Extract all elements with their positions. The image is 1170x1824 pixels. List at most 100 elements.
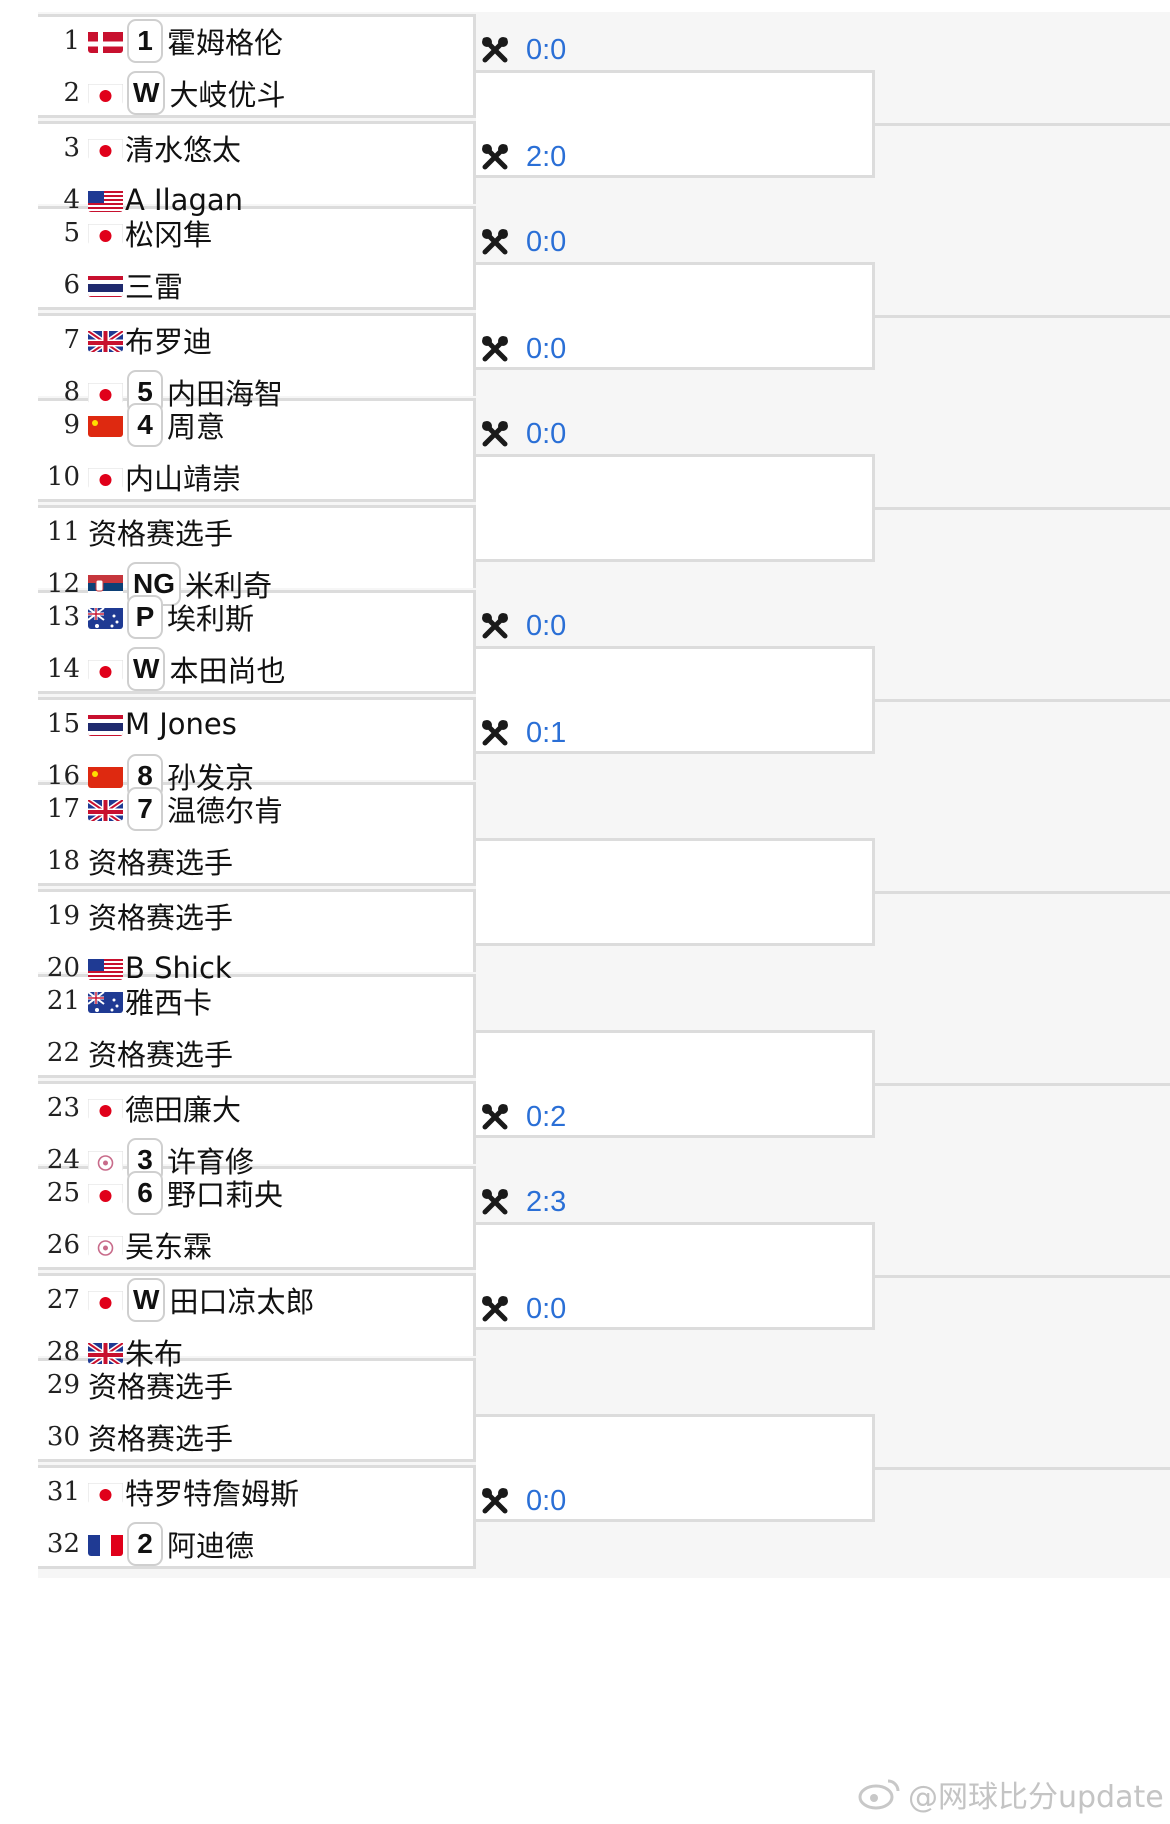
player-name[interactable]: 松冈隼	[125, 218, 213, 252]
match-slot[interactable]	[38, 1358, 476, 1462]
chinese-taipei-flag-icon	[88, 1148, 123, 1172]
player-row[interactable]: 21 雅西卡	[38, 975, 468, 1027]
score-text[interactable]: 0:0	[526, 33, 567, 66]
japan-flag-icon	[88, 465, 123, 489]
player-name[interactable]: A Ilagan	[125, 183, 243, 217]
draw-position: 29	[46, 1370, 80, 1400]
player-name[interactable]: 本田尚也	[169, 654, 286, 688]
player-name[interactable]: 资格赛选手	[88, 1370, 234, 1404]
player-name[interactable]: M Jones	[125, 707, 237, 741]
player-name[interactable]: 温德尔肯	[167, 794, 284, 828]
match-slot[interactable]	[38, 974, 476, 1078]
score-text[interactable]: 0:0	[526, 609, 567, 642]
player-name[interactable]: 布罗迪	[125, 325, 213, 359]
score-text[interactable]: 2:0	[526, 140, 567, 173]
player-row[interactable]: 6 三雷	[38, 259, 468, 311]
player-name[interactable]: 雅西卡	[125, 986, 213, 1020]
score-text[interactable]: 0:1	[526, 716, 567, 749]
player-name[interactable]: 埃利斯	[167, 602, 255, 636]
match-score[interactable]: 0:0	[480, 1289, 566, 1329]
player-name[interactable]: 大岐优斗	[169, 78, 286, 112]
bracket-connector	[875, 1467, 1170, 1470]
player-name[interactable]: 德田廉大	[125, 1093, 242, 1127]
player-name[interactable]: 内田海智	[167, 377, 284, 411]
player-name[interactable]: 资格赛选手	[88, 846, 234, 880]
score-text[interactable]: 0:0	[526, 332, 567, 365]
player-name[interactable]: 特罗特詹姆斯	[125, 1477, 300, 1511]
player-name[interactable]: 资格赛选手	[88, 517, 234, 551]
draw-position: 26	[46, 1230, 80, 1260]
draw-position: 27	[46, 1285, 80, 1315]
draw-position: 21	[46, 986, 80, 1016]
player-name[interactable]: 三雷	[125, 270, 184, 304]
uk-flag-icon	[88, 328, 123, 352]
player-name[interactable]: 清水悠太	[125, 133, 242, 167]
player-row[interactable]: 29 资格赛选手	[38, 1359, 468, 1411]
draw-position: 6	[63, 270, 80, 300]
player-name[interactable]: 野口莉央	[167, 1178, 284, 1212]
draw-position: 16	[46, 761, 80, 791]
player-name[interactable]: 资格赛选手	[88, 901, 234, 935]
player-name[interactable]: 孙发京	[167, 761, 255, 795]
player-name[interactable]: 许育修	[167, 1145, 255, 1179]
player-name[interactable]: B Shick	[125, 951, 232, 985]
china-flag-icon	[88, 764, 123, 788]
player-name[interactable]: 周意	[167, 410, 226, 444]
thailand-flag-icon	[88, 712, 123, 736]
player-name[interactable]: 内山靖崇	[125, 462, 242, 496]
player-name[interactable]: 资格赛选手	[88, 1038, 234, 1072]
match-score[interactable]: 0:0	[480, 414, 566, 454]
score-text[interactable]: 0:0	[526, 225, 567, 258]
score-text[interactable]: 0:0	[526, 1292, 567, 1325]
player-name[interactable]: 田口凉太郎	[169, 1285, 315, 1319]
match-score[interactable]: 0:0	[480, 222, 566, 262]
match-score[interactable]: 2:3	[480, 1182, 566, 1222]
match-score[interactable]: 0:0	[480, 30, 566, 70]
japan-flag-icon	[88, 221, 123, 245]
player-name[interactable]: 朱布	[125, 1337, 184, 1371]
player-name[interactable]: 吴东霖	[125, 1230, 213, 1264]
match-score[interactable]: 0:0	[480, 329, 566, 369]
player-name[interactable]: 资格赛选手	[88, 1422, 234, 1456]
score-text[interactable]: 0:0	[526, 1484, 567, 1517]
player-row[interactable]: 26 吴东霖	[38, 1219, 468, 1271]
match-slot[interactable]	[38, 782, 476, 886]
match-score[interactable]: 0:1	[480, 713, 566, 753]
match-score[interactable]: 0:2	[480, 1097, 566, 1137]
player-row[interactable]: 7 布罗迪	[38, 314, 468, 366]
player-name[interactable]: 霍姆格伦	[167, 26, 284, 60]
score-text[interactable]: 2:3	[526, 1185, 567, 1218]
match-score[interactable]: 0:0	[480, 606, 566, 646]
score-text[interactable]: 0:2	[526, 1100, 567, 1133]
match-score[interactable]: 0:0	[480, 1481, 566, 1521]
player-name[interactable]: 米利奇	[185, 569, 273, 603]
player-name[interactable]: 阿迪德	[167, 1529, 255, 1563]
draw-position: 7	[63, 325, 80, 355]
match-score[interactable]: 2:0	[480, 137, 566, 177]
crossed-rackets-icon	[480, 718, 518, 748]
score-text[interactable]: 0:0	[526, 417, 567, 450]
